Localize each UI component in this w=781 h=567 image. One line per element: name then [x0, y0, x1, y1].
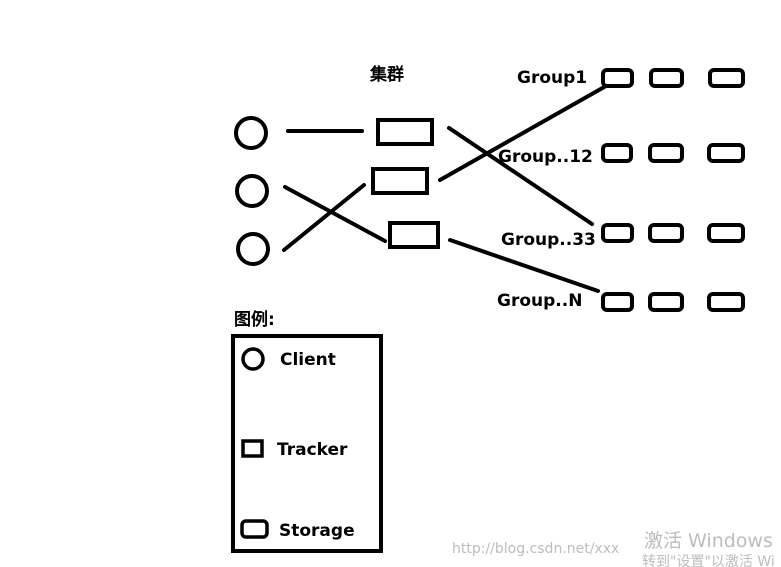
legend-tracker-label: Tracker — [277, 440, 348, 460]
legend-storage-label: Storage — [279, 521, 355, 541]
legend-storage-icon — [240, 519, 269, 539]
tracker-node — [371, 167, 429, 195]
tracker-node — [388, 221, 440, 249]
legend-title: 图例: — [234, 309, 275, 330]
trackers — [371, 118, 440, 249]
storage-node — [601, 143, 633, 163]
connection-line — [448, 238, 600, 293]
blog-watermark: http://blog.csdn.net/xxx — [452, 541, 619, 557]
group-label: Group1 — [517, 68, 587, 88]
storage-node — [707, 292, 745, 312]
legend-tracker-icon — [241, 439, 264, 458]
group-label: Group..12 — [498, 147, 593, 167]
storage-node — [708, 68, 745, 88]
group-label: Group..33 — [501, 230, 596, 250]
group-label: Group..N — [497, 291, 582, 311]
connection-line — [438, 84, 608, 182]
storage-node — [648, 223, 684, 243]
storage-node — [648, 292, 684, 312]
clients — [234, 116, 270, 266]
storage-nodes — [601, 68, 745, 312]
legend-client-label: Client — [280, 350, 336, 370]
client-node — [235, 174, 269, 208]
activate-windows-title: 激活 Windows — [644, 530, 773, 552]
storage-node — [649, 68, 684, 88]
storage-node — [601, 223, 634, 243]
legend-box — [231, 334, 383, 553]
connection-line — [447, 126, 594, 226]
client-node — [236, 232, 270, 266]
legend-client-icon — [241, 347, 265, 371]
activate-windows-hint: 转到"设置"以激活 Wi — [642, 553, 775, 567]
tracker-node — [376, 118, 434, 146]
storage-node — [707, 143, 745, 163]
connection-line — [282, 183, 366, 252]
connection-line — [283, 185, 387, 243]
connections — [282, 84, 608, 293]
storage-node — [601, 68, 634, 88]
storage-node — [707, 223, 745, 243]
cluster-title: 集群 — [369, 64, 404, 85]
client-node — [234, 116, 268, 150]
storage-node — [601, 292, 634, 312]
storage-node — [648, 143, 684, 163]
